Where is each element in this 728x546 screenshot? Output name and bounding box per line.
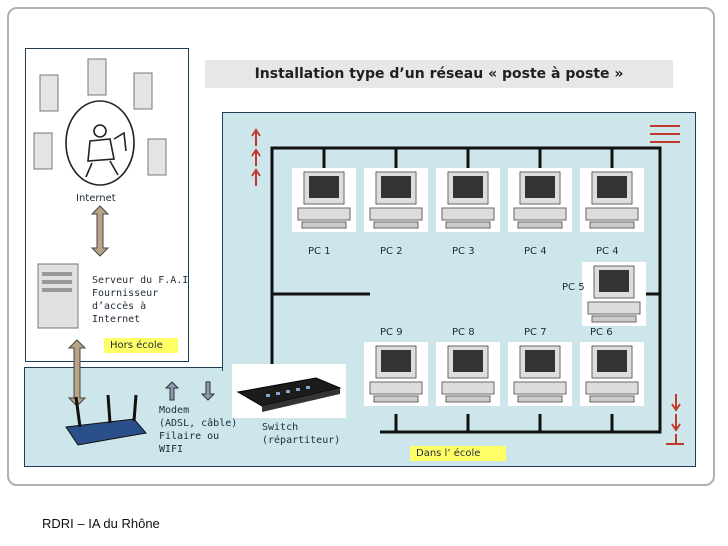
modem-label: Modem (ADSL, câble) Filaire ou WIFI: [159, 404, 237, 456]
pc-icon: [580, 342, 644, 406]
switch-line2: (répartiteur): [262, 435, 341, 446]
pc-icon: [508, 168, 572, 232]
isp-server-icon: [37, 263, 79, 329]
lan-panel-main: [222, 112, 696, 371]
footer-credit: RDRI – IA du Rhône: [42, 516, 160, 531]
internet-label: Internet: [76, 193, 116, 204]
pc-label: PC 3: [452, 246, 475, 257]
switch-line1: Switch: [262, 422, 299, 433]
dans-ecole-label: Dans l’ école: [410, 446, 506, 461]
router-icon: [65, 394, 147, 446]
person-at-computer-icon: [65, 100, 135, 186]
hors-ecole-label: Hors école: [104, 338, 178, 353]
modem-line3: Filaire ou: [159, 431, 220, 442]
switch-icon: [236, 377, 342, 412]
isp-label: Serveur du F.A.I Fournisseur d’accès à I…: [92, 274, 188, 326]
internet-isp-arrow: [90, 205, 110, 257]
pc-label: PC 8: [452, 327, 475, 338]
pc-label: PC 6: [590, 327, 613, 338]
cable-arrows-icon: [251, 125, 684, 445]
pc-icon: [364, 168, 428, 232]
isp-line1: Serveur du F.A.I: [92, 275, 189, 286]
transfer-arrows-icon: [164, 381, 216, 401]
pc-icon: [364, 342, 428, 406]
server-icon: [33, 58, 167, 176]
pc-icon: [508, 342, 572, 406]
pc-label: PC 7: [524, 327, 547, 338]
modem-line4: WIFI: [159, 444, 184, 455]
pc-label: PC 9: [380, 327, 403, 338]
pc-icon: [292, 168, 356, 232]
modem-line2: (ADSL, câble): [159, 418, 238, 429]
internet-servers: [33, 58, 167, 186]
pc-label: PC 2: [380, 246, 403, 257]
switch-label: Switch (répartiteur): [262, 421, 340, 447]
modem-line1: Modem: [159, 405, 190, 416]
pc-icon: [582, 262, 646, 326]
pc-label: PC 1: [308, 246, 331, 257]
pc-label: PC 4: [524, 246, 547, 257]
isp-line2: Fournisseur: [92, 288, 159, 299]
pc-label: PC 4: [596, 246, 619, 257]
isp-line3: d’accès à: [92, 301, 147, 312]
pc-icon: [436, 342, 500, 406]
pc-icon: [436, 168, 500, 232]
pc-icon: [580, 168, 644, 232]
isp-line4: Internet: [92, 314, 141, 325]
diagram-title: Installation type d’un réseau « poste à …: [205, 60, 673, 88]
pc-label: PC 5: [562, 282, 585, 293]
